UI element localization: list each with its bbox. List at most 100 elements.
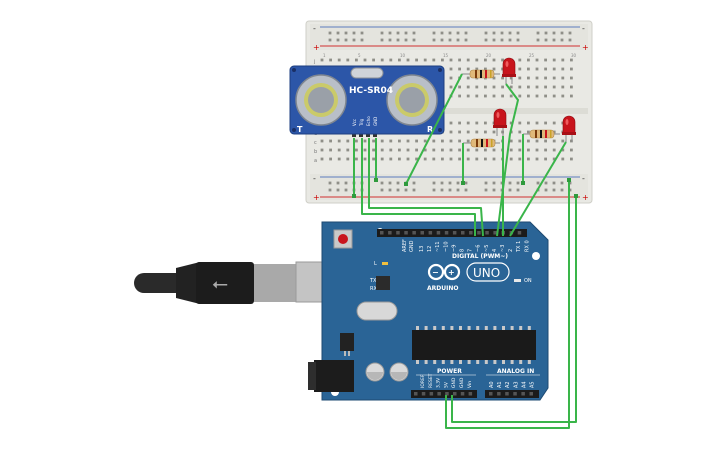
chip-leg — [502, 326, 505, 330]
usb-cable[interactable]: ⭠ — [134, 261, 355, 304]
breadboard-hole — [475, 67, 479, 71]
resistor-2-band — [491, 139, 493, 147]
rail-hole — [388, 38, 392, 42]
rail-hole — [464, 38, 468, 42]
breadboard-hole — [518, 85, 522, 89]
breadboard-hole — [423, 157, 427, 161]
breadboard-hole — [363, 139, 367, 143]
rail-hole — [380, 31, 384, 35]
breadboard-hole — [466, 58, 470, 62]
breadboard-hole — [398, 58, 401, 62]
breadboard-hole — [535, 139, 539, 143]
chip-leg — [502, 360, 505, 364]
analog-pin-label: A3 — [513, 381, 519, 388]
breadboard-hole — [475, 130, 479, 134]
power-pin-label: RESET — [428, 373, 434, 388]
header-hole — [489, 392, 493, 396]
breadboard-hole — [509, 76, 513, 80]
power-pin-label-text: 3.3V — [436, 377, 442, 388]
resistor-3-band — [545, 130, 547, 138]
header-hole — [485, 231, 489, 235]
reset-button[interactable] — [338, 234, 348, 244]
ultrasonic-sensor[interactable]: HC-SR04 T R Vcc Trig Echo GND — [289, 65, 445, 137]
header-hole — [460, 392, 465, 396]
rail-hole — [484, 181, 488, 185]
sensor-crystal — [350, 67, 384, 79]
rail-hole — [560, 38, 564, 42]
header-hole — [529, 392, 533, 396]
power-pin-label: 5V — [443, 381, 449, 388]
breadboard-hole — [527, 94, 530, 98]
breadboard-hole — [389, 157, 393, 161]
breadboard-hole — [501, 58, 504, 62]
rail-hole — [344, 38, 348, 42]
breadboard-hole — [518, 130, 522, 134]
breadboard-hole — [570, 85, 573, 89]
digital-pin-label-text: ~9 — [451, 245, 457, 252]
rail-hole — [448, 38, 452, 42]
header-hole — [493, 231, 497, 235]
breadboard-hole — [484, 58, 487, 62]
led-3[interactable] — [562, 115, 576, 142]
header-hole — [521, 392, 525, 396]
resistor-1[interactable] — [462, 69, 500, 79]
breadboard-hole — [363, 58, 367, 62]
breadboard-hole — [346, 157, 350, 161]
breadboard-hole — [570, 157, 573, 161]
breadboard-hole — [466, 85, 470, 89]
analog-pin-label: A0 — [489, 381, 495, 388]
dc-jack-front — [308, 362, 316, 390]
resistor-3[interactable] — [523, 129, 560, 139]
column-number: 30 — [571, 53, 577, 58]
analog-pin-label: A5 — [530, 381, 536, 388]
column-number: 5 — [358, 53, 361, 58]
led-1[interactable] — [502, 57, 516, 84]
breadboard-hole — [527, 148, 530, 152]
breadboard-hole — [320, 148, 324, 152]
analog-pin-label: A4 — [521, 381, 527, 388]
resistor-2[interactable] — [463, 138, 500, 148]
led-2[interactable] — [493, 108, 507, 136]
breadboard-hole — [552, 148, 556, 152]
chip-leg — [527, 326, 531, 330]
breadboard-hole — [518, 58, 522, 62]
power-pin-label-text: GND — [451, 377, 457, 388]
wire-gnd-rail-board — [445, 180, 570, 429]
breadboard-hole — [484, 94, 487, 98]
resistor-3-band — [535, 130, 537, 138]
breadboard-hole — [441, 58, 444, 62]
breadboard-hole — [458, 157, 461, 161]
breadboard-hole — [518, 67, 522, 71]
breadboard-hole — [475, 157, 479, 161]
breadboard-hole — [458, 58, 461, 62]
rail-hole — [404, 188, 408, 192]
sensor-pin-label: Vcc — [352, 119, 357, 126]
breadboard-hole — [423, 58, 427, 62]
digital-header — [377, 229, 527, 237]
chip-leg — [519, 360, 523, 364]
chip-leg — [484, 326, 488, 330]
breadboard-hole — [544, 157, 547, 161]
rail-hole — [440, 31, 444, 35]
chip-leg — [467, 360, 471, 364]
usb-plug-neck — [176, 262, 200, 304]
wire-echo-pin — [368, 138, 484, 237]
digital-pin-label: ~3 — [500, 245, 506, 252]
column-number: 1 — [323, 53, 326, 58]
breadboard-hole — [535, 148, 539, 152]
capacitor-shade — [391, 372, 407, 380]
breadboard-hole — [518, 94, 522, 98]
usb-plug-body — [196, 262, 254, 304]
breadboard-hole — [561, 139, 565, 143]
breadboard-hole — [527, 121, 530, 125]
rail-hole — [464, 31, 468, 35]
breadboard-hole — [441, 148, 444, 152]
rail-plus-top-right: + — [582, 43, 589, 52]
sensor-hole — [438, 68, 442, 72]
rail-hole — [536, 181, 540, 185]
chip-leg — [416, 360, 419, 364]
rail-hole — [448, 181, 452, 185]
breadboard-hole — [406, 58, 410, 62]
